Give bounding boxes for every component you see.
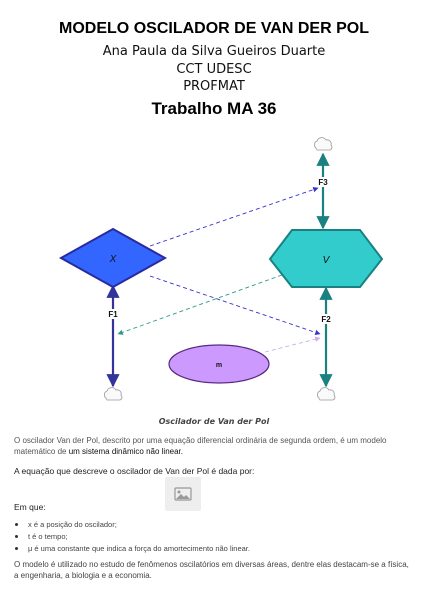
equation-image [165, 477, 201, 511]
cloud-icon [103, 387, 123, 401]
node-x [58, 227, 168, 289]
work-title: Trabalho MA 36 [151, 99, 277, 118]
node-v-label: V [323, 255, 331, 266]
intro-emphasis: um sistema dinâmico não linear. [68, 447, 183, 456]
flow-label-f3: F3 [318, 178, 328, 187]
closing-paragraph: O modelo é utilizado no estudo de fenôme… [14, 560, 409, 580]
node-m-label: m [216, 362, 222, 369]
flow-label-f2: F2 [321, 315, 331, 324]
intro-paragraph: O oscilador Van der Pol, descrito por um… [14, 435, 414, 457]
image-placeholder-icon [174, 487, 192, 501]
cloud-icon [313, 137, 333, 151]
institution: CCT UDESC [176, 62, 252, 77]
link-x-to-f2 [149, 275, 321, 335]
where-label: Em que: [14, 502, 46, 512]
program: PROFMAT [183, 79, 245, 94]
variable-list: x é a posição do oscilador; t é o tempo;… [14, 519, 250, 555]
flow-label-f1: F1 [108, 310, 118, 319]
link-m-to-f2 [264, 336, 321, 353]
equation-intro: A equação que descreve o oscilador de Va… [14, 466, 255, 476]
van-der-pol-diagram: F3 F1 F2 X V m [58, 137, 384, 401]
list-item: x é a posição do oscilador; [14, 519, 250, 531]
list-item: t é o tempo; [14, 531, 250, 543]
node-m [168, 344, 270, 384]
flow-f2 [319, 286, 334, 388]
intro-text: O oscilador Van der Pol, descrito por um… [14, 436, 387, 456]
node-x-label: X [109, 254, 117, 265]
link-x-to-f3 [149, 187, 319, 247]
list-item: μ é uma constante que indica a força do … [14, 543, 250, 555]
node-v [268, 229, 384, 288]
author-name: Ana Paula da Silva Gueiros Duarte [102, 44, 326, 59]
cloud-icon [316, 387, 336, 401]
diagram-caption: Oscilador de Van der Pol [158, 417, 270, 426]
link-v-to-f1 [117, 274, 283, 335]
page-title: MODELO OSCILADOR DE VAN DER POL [59, 20, 369, 37]
flow-f1 [106, 284, 121, 388]
flow-f3 [316, 152, 331, 230]
